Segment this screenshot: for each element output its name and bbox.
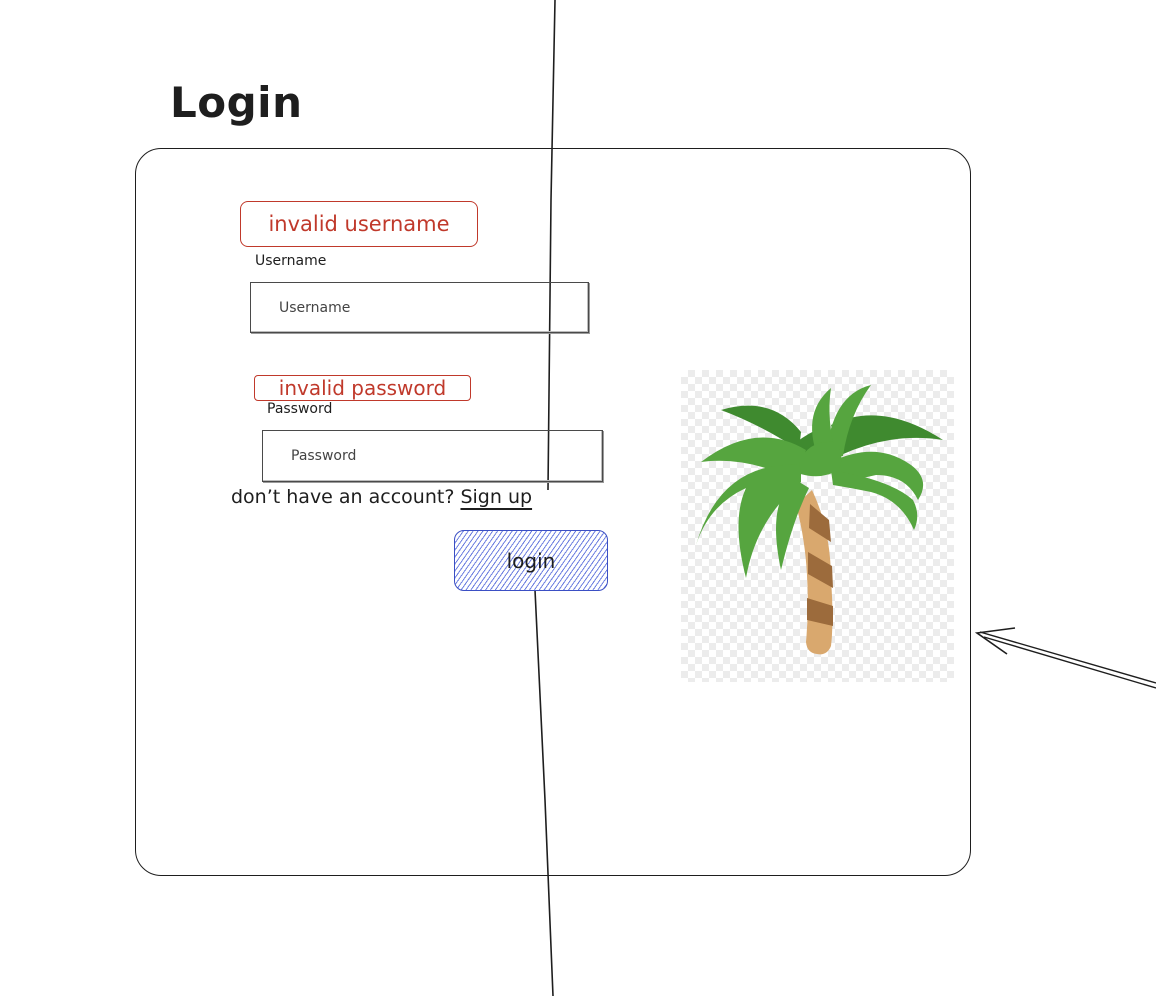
signup-prompt: don’t have an account? Sign up (231, 486, 532, 508)
page-title: Login (170, 78, 303, 127)
login-card (135, 148, 971, 876)
password-label: Password (267, 401, 333, 417)
password-error-badge: invalid password (254, 375, 471, 401)
username-error-badge: invalid username (240, 201, 478, 247)
username-input[interactable] (250, 282, 589, 333)
palm-tree-icon (696, 385, 943, 655)
annotation-arrowhead (974, 627, 1016, 655)
username-label: Username (255, 253, 327, 269)
annotation-arrow-shaft (979, 631, 1156, 689)
palm-tree-image (681, 370, 954, 682)
signup-link[interactable]: Sign up (460, 486, 533, 508)
password-input[interactable] (262, 430, 603, 482)
signup-prompt-text: don’t have an account? (231, 486, 455, 508)
login-button[interactable]: login (454, 530, 608, 591)
